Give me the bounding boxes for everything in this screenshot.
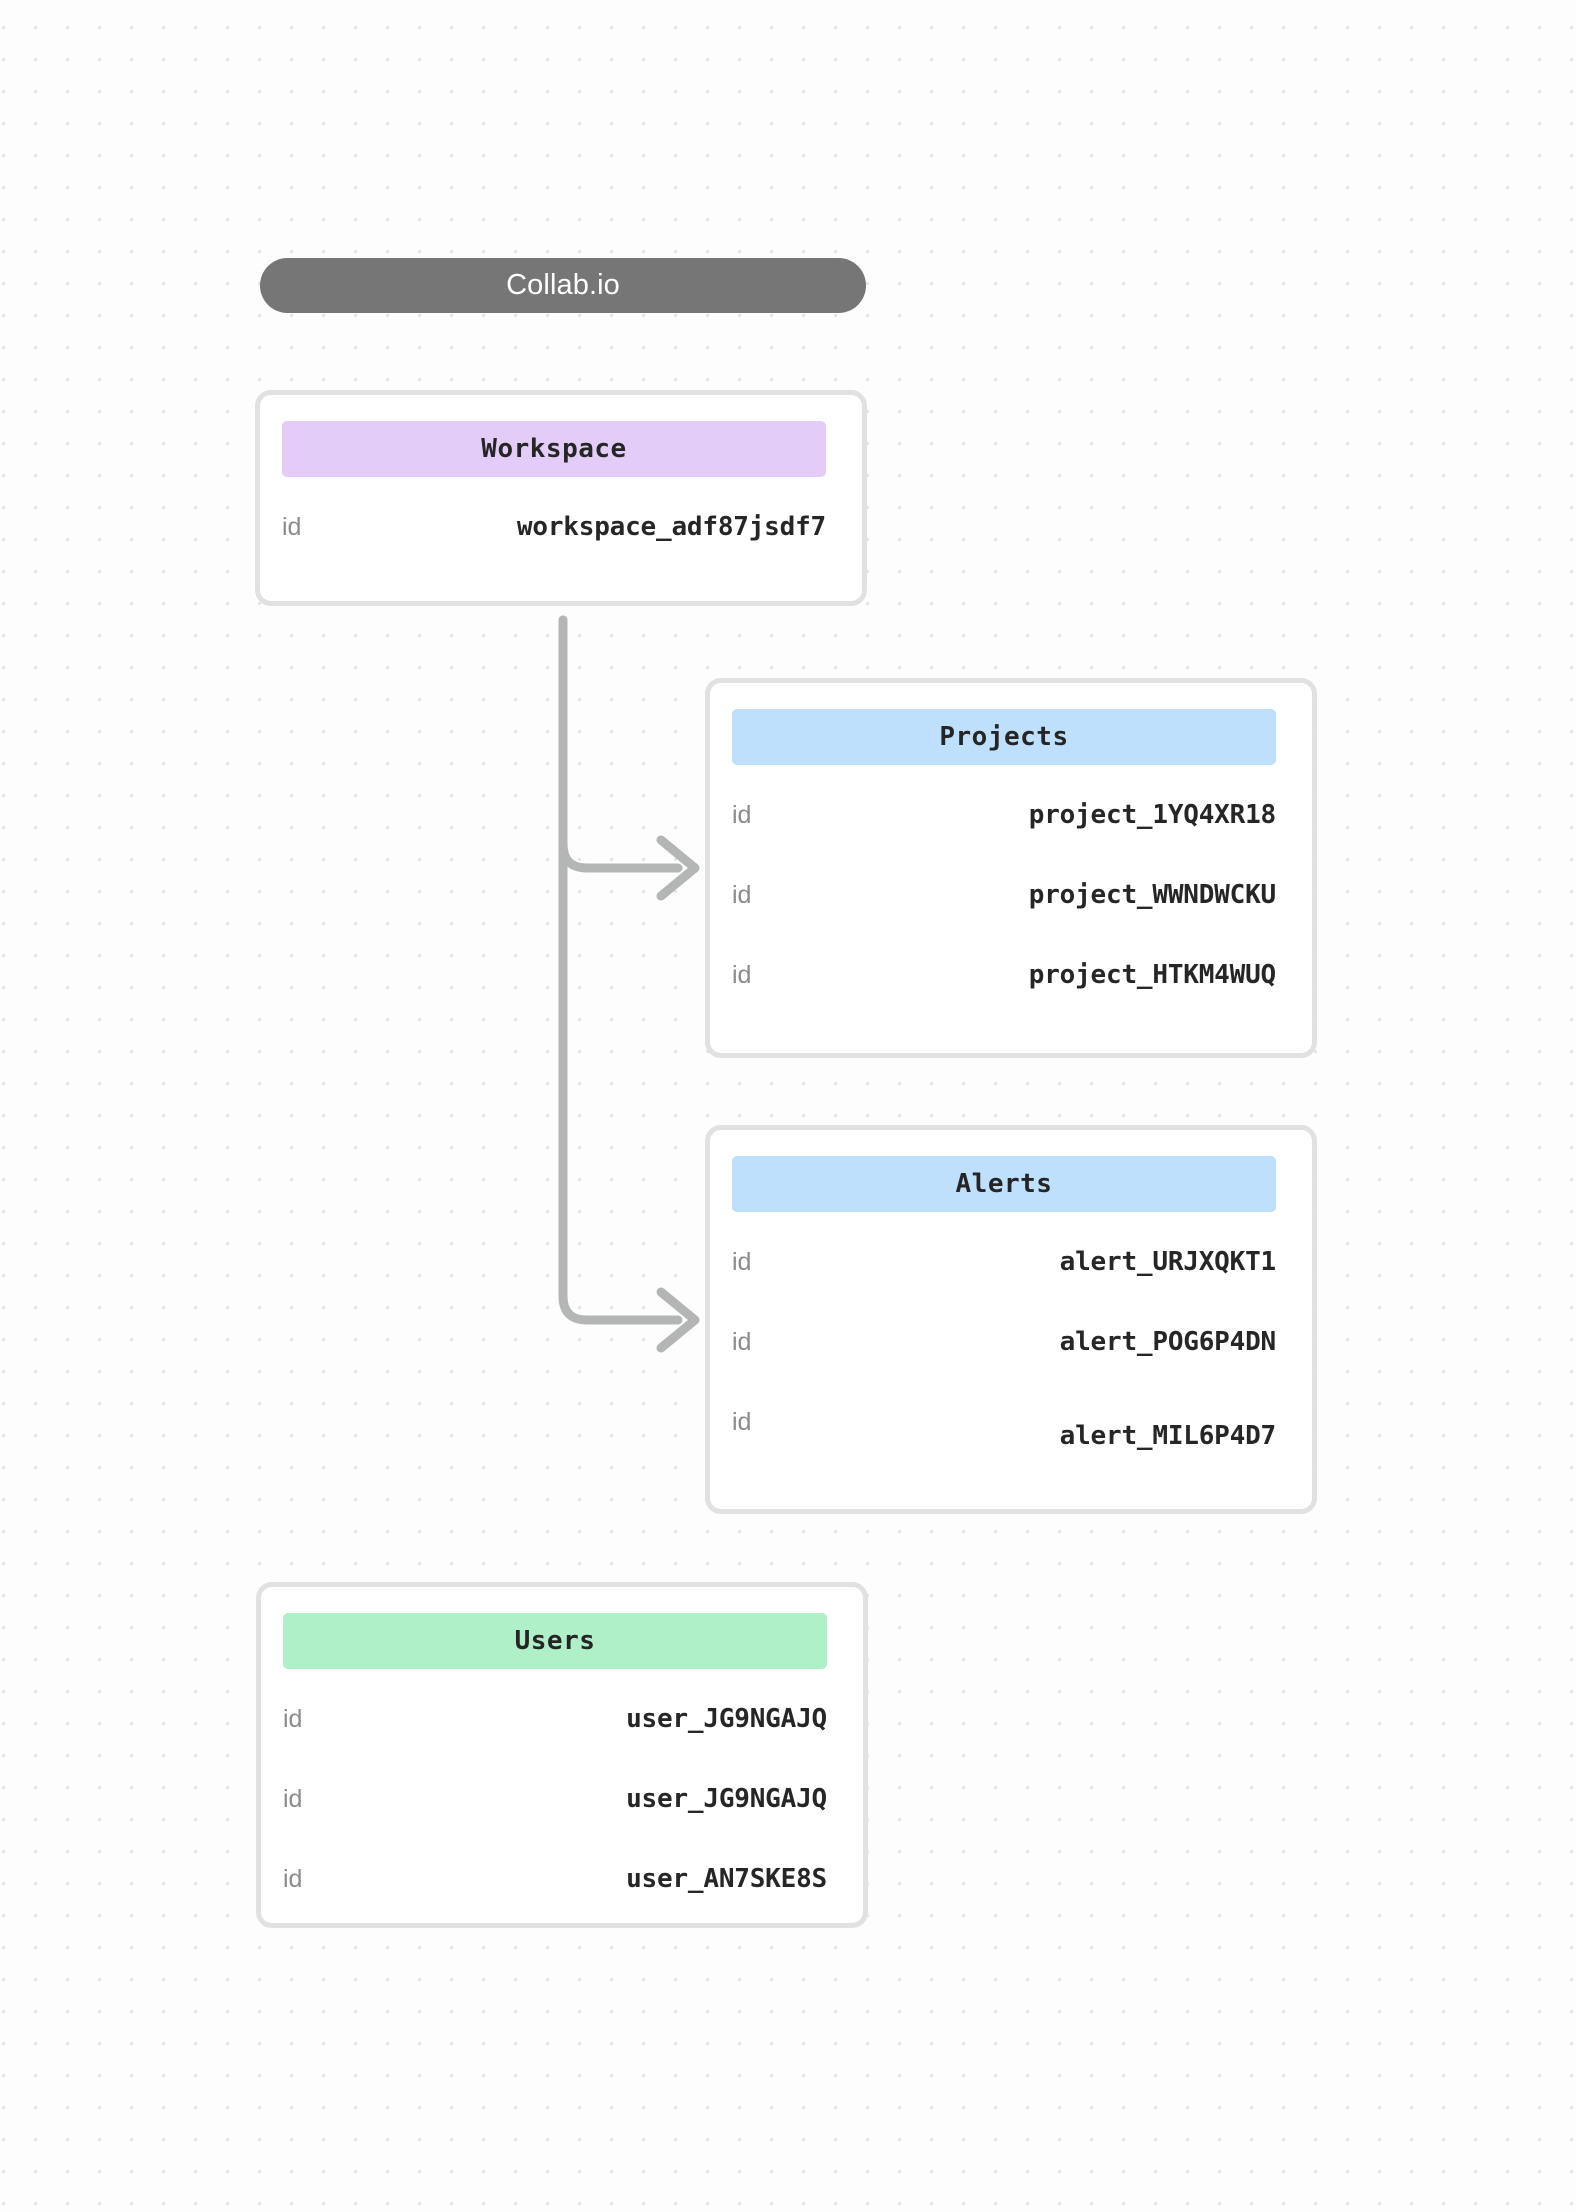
app-title-label: Collab.io: [506, 269, 620, 301]
table-row[interactable]: id alert_POG6P4DN: [732, 1322, 1276, 1362]
entity-header-label: Alerts: [955, 1169, 1053, 1199]
row-key: id: [283, 1704, 303, 1733]
table-row[interactable]: id project_WWNDWCKU: [732, 875, 1276, 915]
row-key: id: [732, 960, 752, 989]
arrowhead-projects-icon: [656, 835, 700, 901]
row-key: id: [732, 880, 752, 909]
entity-header-users: Users: [283, 1613, 827, 1669]
row-value: alert_URJXQKT1: [1059, 1247, 1277, 1277]
row-value: alert_MIL6P4D7: [1059, 1421, 1277, 1451]
entity-header-label: Workspace: [481, 434, 627, 464]
entity-header-alerts: Alerts: [732, 1156, 1276, 1212]
entity-card-workspace[interactable]: Workspace id workspace_adf87jsdf7: [255, 390, 867, 606]
row-key: id: [732, 1407, 752, 1436]
row-key: id: [283, 1784, 303, 1813]
table-row[interactable]: id alert_MIL6P4D7: [732, 1402, 1276, 1449]
table-row[interactable]: id user_JG9NGAJQ: [283, 1779, 827, 1819]
row-value: project_HTKM4WUQ: [1028, 960, 1276, 990]
edge-workspace-to-alerts: [558, 615, 683, 1325]
entity-header-projects: Projects: [732, 709, 1276, 765]
entity-header-workspace: Workspace: [282, 421, 826, 477]
row-value: user_JG9NGAJQ: [626, 1784, 827, 1814]
entity-card-projects[interactable]: Projects id project_1YQ4XR18 id project_…: [705, 678, 1317, 1058]
row-key: id: [732, 1327, 752, 1356]
entity-card-users[interactable]: Users id user_JG9NGAJQ id user_JG9NGAJQ …: [256, 1582, 868, 1928]
entity-header-label: Users: [514, 1626, 596, 1656]
table-row[interactable]: id user_JG9NGAJQ: [283, 1699, 827, 1739]
row-key: id: [282, 512, 302, 541]
entity-card-alerts[interactable]: Alerts id alert_URJXQKT1 id alert_POG6P4…: [705, 1125, 1317, 1514]
row-key: id: [283, 1864, 303, 1893]
entity-header-label: Projects: [939, 722, 1069, 752]
table-row[interactable]: id workspace_adf87jsdf7: [282, 507, 826, 547]
arrowhead-alerts-icon: [656, 1287, 700, 1353]
row-value: user_AN7SKE8S: [626, 1864, 827, 1894]
row-key: id: [732, 1247, 752, 1276]
row-key: id: [732, 800, 752, 829]
row-value: project_WWNDWCKU: [1028, 880, 1276, 910]
table-row[interactable]: id user_AN7SKE8S: [283, 1859, 827, 1899]
row-value: alert_POG6P4DN: [1059, 1327, 1277, 1357]
row-value: user_JG9NGAJQ: [626, 1704, 827, 1734]
row-value: project_1YQ4XR18: [1028, 800, 1276, 830]
edge-workspace-to-projects: [558, 615, 683, 873]
table-row[interactable]: id project_1YQ4XR18: [732, 795, 1276, 835]
table-row[interactable]: id alert_URJXQKT1: [732, 1242, 1276, 1282]
table-row[interactable]: id project_HTKM4WUQ: [732, 955, 1276, 995]
app-title-pill: Collab.io: [260, 258, 866, 313]
row-value: workspace_adf87jsdf7: [516, 512, 826, 542]
